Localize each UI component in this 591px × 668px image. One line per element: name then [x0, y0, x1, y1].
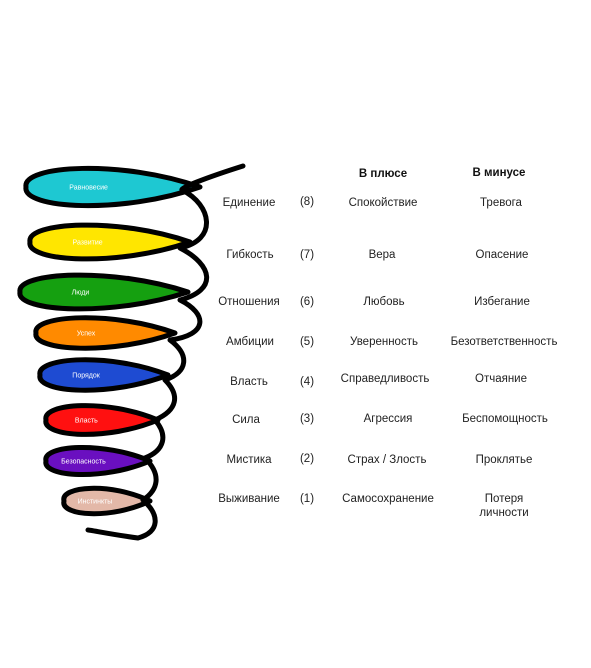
level-plus: Любовь — [363, 296, 405, 308]
petal-label: Равновесие — [69, 185, 108, 192]
petal-5 — [33, 315, 178, 351]
level-name: Амбиции — [226, 336, 274, 348]
petal-label: Порядок — [72, 373, 101, 380]
petal-4 — [37, 357, 171, 393]
petal-label: Успех — [77, 331, 96, 338]
level-number: (7) — [299, 249, 315, 261]
petal-2 — [43, 445, 153, 477]
level-plus: Спокойствие — [348, 197, 418, 209]
level-number: (1) — [299, 493, 315, 505]
level-number: (5) — [299, 336, 315, 348]
level-number: (3) — [299, 413, 315, 425]
level-plus: Страх / Злость — [347, 454, 427, 466]
level-minus: Отчаяние — [475, 373, 527, 385]
level-plus: Справедливость — [340, 373, 430, 385]
level-number: (4) — [299, 376, 315, 388]
level-name: Единение — [222, 197, 276, 209]
petal-label: Люди — [72, 290, 90, 297]
level-minus: Опасение — [475, 249, 529, 261]
header-plus: В плюсе — [358, 168, 408, 180]
level-name: Гибкость — [226, 249, 274, 261]
petal-3 — [43, 403, 161, 437]
level-plus: Уверенность — [350, 336, 418, 348]
petal-label: Инстинкты — [78, 499, 113, 506]
petal-7 — [27, 222, 193, 262]
level-minus: Проклятье — [475, 454, 533, 466]
petal-label: Безопасность — [61, 459, 106, 466]
level-number: (6) — [299, 296, 315, 308]
petal-1 — [61, 485, 153, 517]
spiral-line — [85, 163, 246, 541]
level-minus: Избегание — [474, 296, 530, 308]
level-number: (2) — [299, 453, 315, 465]
level-name: Выживание — [218, 493, 280, 505]
petal-8 — [23, 165, 203, 209]
level-plus: Агрессия — [363, 413, 413, 425]
petal-label: Власть — [75, 418, 98, 425]
level-name: Мистика — [226, 454, 272, 466]
level-minus: Потеря личности — [479, 493, 529, 519]
header-minus: В минусе — [472, 167, 526, 179]
level-name: Сила — [232, 414, 260, 426]
level-minus: Беспомощность — [462, 413, 548, 425]
level-name: Власть — [230, 376, 268, 388]
petal-label: Развитие — [73, 240, 103, 247]
level-minus: Безответственность — [450, 336, 558, 348]
petal-6 — [17, 272, 191, 312]
level-name: Отношения — [218, 296, 280, 308]
level-plus: Самосохранение — [342, 493, 434, 505]
level-minus: Тревога — [480, 197, 522, 209]
petals: РавновесиеРазвитиеЛюдиУспехПорядокВласть… — [17, 165, 203, 517]
level-number: (8) — [299, 196, 315, 208]
level-plus: Вера — [368, 249, 396, 261]
